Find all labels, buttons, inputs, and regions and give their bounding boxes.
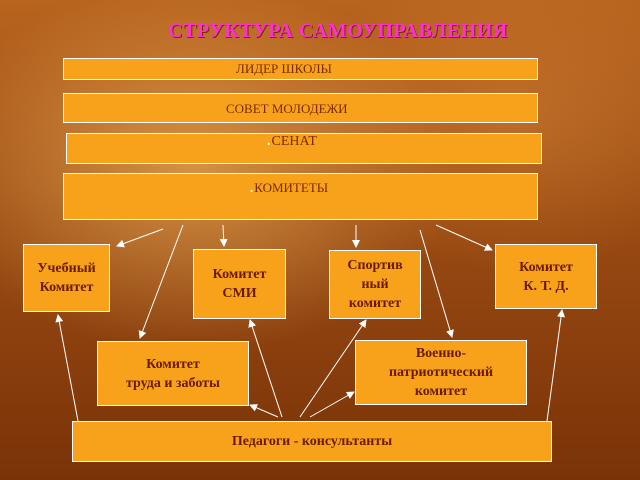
level-youth-council-label: СОВЕТ МОЛОДЕЖИ [226, 101, 348, 116]
committee-labor: Комитет труда и заботы [97, 341, 249, 406]
diagram-title: СТРУКТУРА САМОУПРАВЛЕНИЯ [168, 20, 508, 42]
level-leader: ЛИДЕР ШКОЛЫ [63, 58, 538, 80]
consultants-bar: Педагоги - консультанты [72, 421, 552, 462]
committee-sports: Спортив ный комитет [329, 250, 421, 319]
level-committees: .КОМИТЕТЫ [63, 173, 538, 220]
arrow-to-media [219, 224, 228, 247]
arrow-to-academic [116, 228, 164, 248]
committee-ktd: Комитет К. Т. Д. [495, 244, 597, 309]
arrow-to-labor [138, 224, 184, 339]
arrow-to-ktd [435, 224, 493, 251]
level-committees-label: КОМИТЕТЫ [254, 180, 329, 195]
level-leader-label: ЛИДЕР ШКОЛЫ [236, 61, 332, 76]
committee-academic: Учебный Комитет [23, 244, 110, 312]
consult-to-academic [55, 314, 79, 422]
level-senate-label: СЕНАТ [271, 134, 317, 149]
arrow-to-military [419, 229, 454, 338]
level-youth-council: СОВЕТ МОЛОДЕЖИ [63, 93, 538, 123]
level-senate: .СЕНАТ [66, 133, 542, 164]
consult-to-media [248, 319, 283, 418]
bullet-dot: . [267, 134, 271, 149]
consult-to-ktd [546, 309, 566, 422]
committee-media: Комитет СМИ [193, 249, 286, 319]
bullet-dot: . [250, 180, 254, 195]
consult-to-labor [249, 404, 279, 418]
committee-military: Военно- патриотический комитет [355, 340, 527, 405]
consult-to-military [309, 391, 355, 418]
